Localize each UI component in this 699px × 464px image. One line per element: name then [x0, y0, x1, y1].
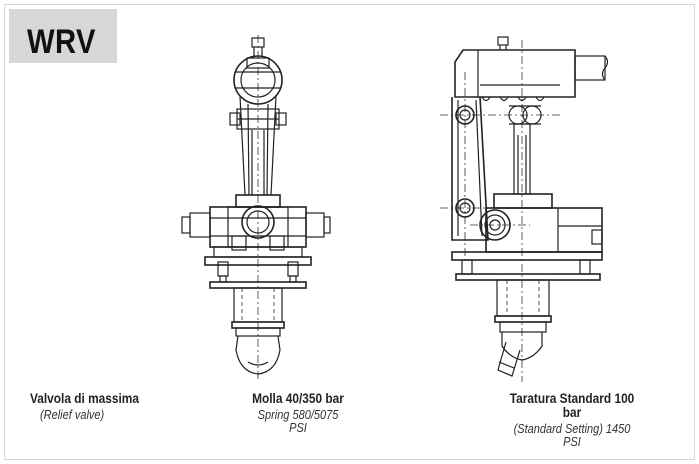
caption-left-sub: (Relief valve): [40, 408, 105, 423]
title-tab: WRV: [9, 9, 117, 63]
caption-middle-main: Molla 40/350 bar: [252, 391, 344, 406]
caption-left-main: Valvola di massima: [30, 391, 139, 406]
caption-relief-valve: Valvola di massima (Relief valve): [30, 391, 154, 423]
front-view-drawing: [181, 35, 331, 382]
caption-spring: Molla 40/350 bar Spring 580/5075 PSI: [243, 391, 353, 436]
caption-right-main: Taratura Standard 100 bar: [509, 391, 635, 421]
page-title: WRV: [27, 23, 96, 61]
caption-middle-sub: Spring 580/5075 PSI: [257, 408, 339, 436]
side-view-drawing: [440, 36, 609, 382]
caption-standard-setting: Taratura Standard 100 bar (Standard Sett…: [494, 391, 650, 450]
page-frame: [4, 4, 695, 460]
caption-right-sub: (Standard Setting) 1450 PSI: [513, 422, 631, 450]
